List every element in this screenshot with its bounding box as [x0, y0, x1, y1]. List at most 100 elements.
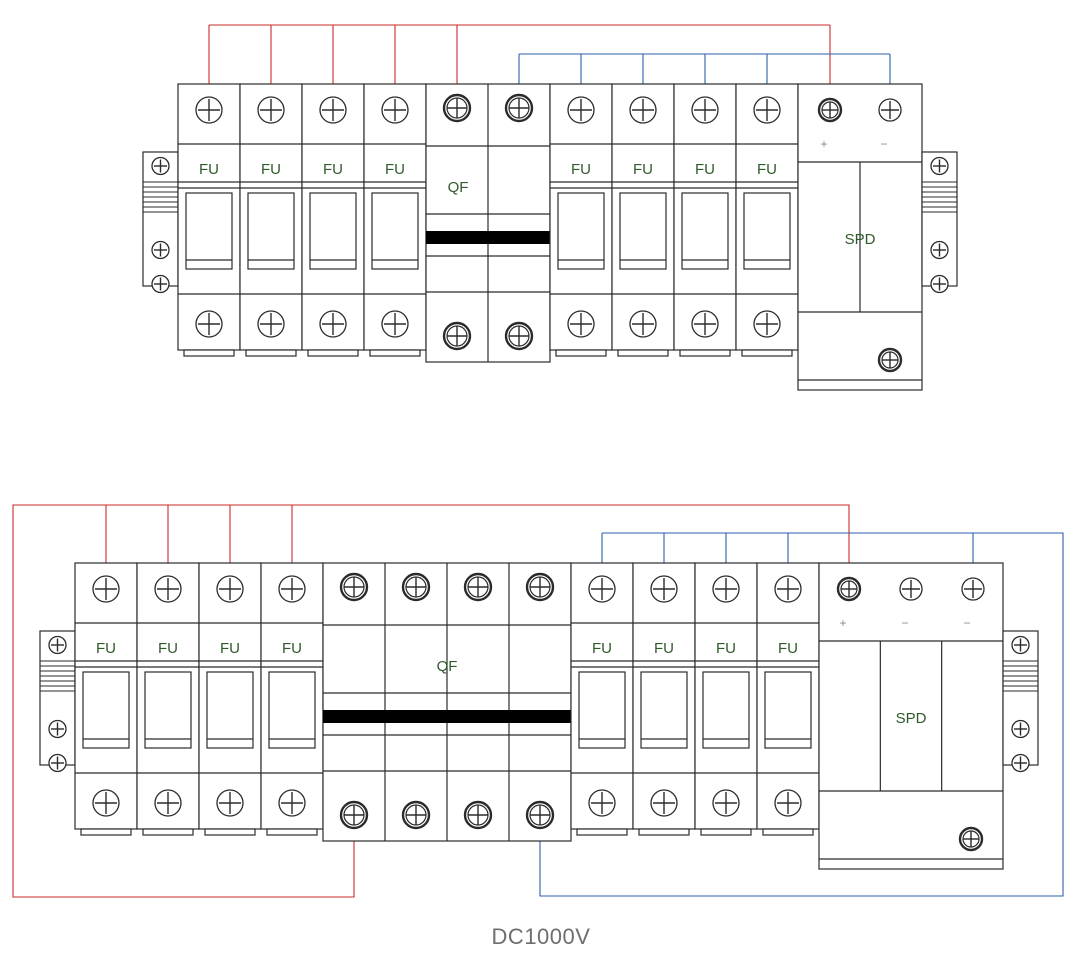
fuse-clip	[576, 828, 628, 836]
fuse-bottom-screw-icon	[319, 310, 347, 338]
fuse-clip	[204, 828, 256, 836]
fuse-bottom-screw-icon	[154, 789, 182, 817]
fuse-cartridge	[640, 671, 688, 749]
spd-screw-icon	[836, 576, 862, 602]
breaker-qf: QF	[425, 83, 551, 363]
fuse-top-screw-icon	[92, 575, 120, 603]
fuse-cartridge	[743, 192, 791, 270]
breaker-top-screw-icon	[401, 572, 431, 602]
fuse-cartridge	[144, 671, 192, 749]
negative-loop-wire	[539, 532, 1064, 897]
fuse-bottom-screw-icon	[650, 789, 678, 817]
fuse-clip	[183, 349, 235, 357]
fuse-label: FU	[158, 640, 178, 657]
fuse-negative: FU	[735, 83, 799, 357]
end-stop-screw-icon	[151, 240, 170, 260]
breaker-top-screw-icon	[339, 572, 369, 602]
fuse-label: FU	[323, 161, 343, 178]
fuse-top-screw-icon	[588, 575, 616, 603]
fuse-label: FU	[96, 640, 116, 657]
fuse-top-screw-icon	[753, 96, 781, 124]
spd-module: SPD+−−	[818, 562, 1004, 870]
end-stop-screw-icon	[1011, 753, 1030, 773]
fuse-clip	[700, 828, 752, 836]
breaker-bottom-screw-icon	[525, 800, 555, 830]
fuse-positive: FU	[260, 562, 324, 836]
positive-loop-wire	[12, 504, 850, 898]
fuse-cartridge	[702, 671, 750, 749]
fuse-bottom-screw-icon	[588, 789, 616, 817]
fuse-label: FU	[716, 640, 736, 657]
breaker-top-screw-icon	[525, 572, 555, 602]
fuse-clip	[679, 349, 731, 357]
fuse-top-screw-icon	[650, 575, 678, 603]
end-stop-screw-icon	[930, 156, 949, 176]
end-stop-screw-icon	[151, 274, 170, 294]
breaker-bottom-screw-icon	[504, 321, 534, 351]
breaker-qf: QF	[322, 562, 572, 842]
fuse-positive: FU	[136, 562, 200, 836]
spd-label: SPD	[896, 710, 927, 727]
fuse-label: FU	[261, 161, 281, 178]
fuse-clip	[617, 349, 669, 357]
fuse-positive: FU	[239, 83, 303, 357]
breaker-bottom-screw-icon	[442, 321, 472, 351]
spd-ground-screw-icon	[877, 347, 903, 373]
fuse-bottom-screw-icon	[629, 310, 657, 338]
fuse-label: FU	[592, 640, 612, 657]
fuse-cartridge	[764, 671, 812, 749]
fuse-cartridge	[371, 192, 419, 270]
spd-screw-icon	[817, 97, 843, 123]
fuse-bottom-screw-icon	[567, 310, 595, 338]
spd-polarity-label: −	[963, 616, 970, 630]
fuse-bottom-screw-icon	[753, 310, 781, 338]
spd-screw-icon	[961, 577, 985, 601]
breaker-bottom-screw-icon	[339, 800, 369, 830]
spd-polarity-label: +	[820, 137, 827, 151]
fuse-cartridge	[247, 192, 295, 270]
fuse-clip	[142, 828, 194, 836]
end-stop-screw-icon	[48, 719, 67, 739]
fuse-top-screw-icon	[629, 96, 657, 124]
spd-body	[818, 562, 1004, 870]
fuse-label: FU	[385, 161, 405, 178]
fuse-label: FU	[199, 161, 219, 178]
fuse-positive: FU	[74, 562, 138, 836]
fuse-cartridge	[82, 671, 130, 749]
fuse-negative: FU	[632, 562, 696, 836]
fuse-top-screw-icon	[216, 575, 244, 603]
end-stop-screw-icon	[48, 635, 67, 655]
fuse-clip	[638, 828, 690, 836]
breaker-label: QF	[448, 179, 469, 196]
fuse-top-screw-icon	[381, 96, 409, 124]
fuse-clip	[307, 349, 359, 357]
fuse-top-screw-icon	[691, 96, 719, 124]
spd-screw-icon	[899, 577, 923, 601]
fuse-top-screw-icon	[278, 575, 306, 603]
fuse-clip	[80, 828, 132, 836]
fuse-cartridge	[578, 671, 626, 749]
fuse-clip	[369, 349, 421, 357]
fuse-top-screw-icon	[567, 96, 595, 124]
fuse-negative: FU	[694, 562, 758, 836]
breaker-handle-bar	[323, 710, 571, 723]
fuse-cartridge	[185, 192, 233, 270]
breaker-bottom-screw-icon	[463, 800, 493, 830]
fuse-negative: FU	[570, 562, 634, 836]
end-stop-screw-icon	[1011, 719, 1030, 739]
fuse-cartridge	[681, 192, 729, 270]
fuse-bottom-screw-icon	[195, 310, 223, 338]
fuse-clip	[741, 349, 793, 357]
breaker-top-screw-icon	[442, 93, 472, 123]
fuse-clip	[762, 828, 814, 836]
fuse-positive: FU	[198, 562, 262, 836]
voltage-caption: DC1000V	[491, 924, 591, 949]
fuse-bottom-screw-icon	[216, 789, 244, 817]
fuse-label: FU	[695, 161, 715, 178]
fuse-clip	[555, 349, 607, 357]
fuse-positive: FU	[363, 83, 427, 357]
breaker-top-screw-icon	[463, 572, 493, 602]
breaker-top-screw-icon	[504, 93, 534, 123]
fuse-bottom-screw-icon	[278, 789, 306, 817]
